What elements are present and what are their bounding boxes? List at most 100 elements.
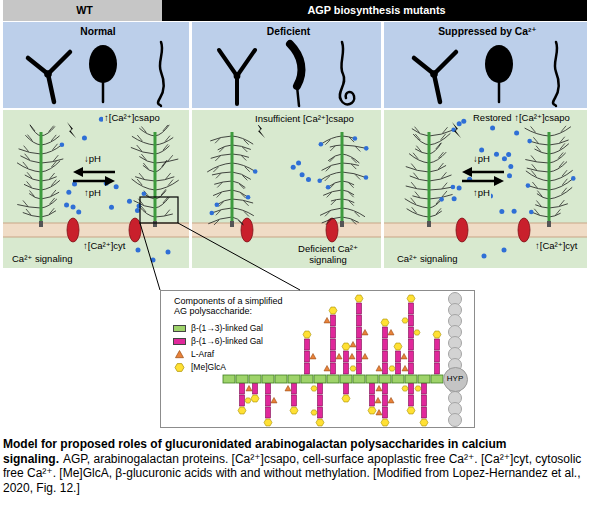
glycan-branch (208, 217, 232, 224)
glycan-branch (211, 154, 232, 158)
glycan-branch (442, 191, 447, 197)
galactan-side-chain (303, 331, 316, 374)
glucuronic-acid-residue (238, 407, 246, 414)
gpi-anchor (230, 221, 234, 227)
glycan-branch (141, 154, 146, 160)
beta-1-6-galactose (331, 351, 336, 362)
lipid-bilayer (384, 223, 587, 237)
beta-1-6-galactose (240, 395, 245, 406)
calcium-ion (296, 161, 301, 166)
glycan-branch (213, 167, 218, 172)
beta-1-3-galactose (314, 375, 326, 383)
glycan-branch (429, 211, 442, 217)
glycan-branch (23, 162, 28, 168)
glycan-branch (217, 199, 232, 205)
annotation-text: ↓pH (83, 154, 102, 165)
beta-1-6-galactose (357, 315, 362, 326)
calcium-ion (114, 184, 119, 189)
galactan-side-chain (433, 331, 441, 374)
glucuronic-acid-residue (394, 343, 402, 350)
phenotype-panel: Suppressed by Ca²⁺ (384, 22, 587, 108)
calcium-ion (71, 204, 76, 209)
annotation-text: ↑pH (472, 188, 491, 199)
glycan-branch (132, 179, 155, 190)
caption-block: Model for proposed roles of glucuronidat… (3, 437, 587, 495)
glycan-branch (19, 149, 41, 154)
beta-1-6-galactose (266, 407, 271, 418)
glycan-branch (355, 175, 360, 180)
glycan-branch (525, 128, 549, 136)
proton-flux-arrow (470, 171, 504, 174)
glucuronic-acid-residue (414, 330, 420, 335)
glycan-branch (215, 138, 220, 143)
calcium-ion (494, 152, 499, 157)
agp-molecule (207, 132, 257, 227)
glycan-branch (244, 211, 249, 216)
glycan-branch (330, 145, 342, 147)
glycan-branch (331, 200, 336, 205)
annotation-text: Deficient Ca²⁺ signaling (290, 244, 366, 266)
calcium-channel (456, 218, 468, 242)
glycan-branch (443, 127, 448, 133)
calcium-ion (253, 169, 258, 174)
calcium-ion (66, 190, 71, 195)
trichome-branch (434, 74, 440, 102)
glucuronic-acid-residue (316, 419, 324, 426)
calcium-ion (506, 152, 511, 157)
agp-molecule (405, 127, 456, 227)
calcium-ion (457, 121, 462, 126)
glycan-branch (207, 163, 232, 172)
beta-1-6-galactose (409, 339, 414, 350)
calcium-ion (364, 175, 369, 180)
agp-molecule (317, 132, 368, 227)
glycan-branch (218, 145, 232, 150)
glycan-branch (534, 209, 539, 215)
glycan-branch (413, 134, 429, 145)
beta-1-6-galactose (370, 383, 375, 394)
glycan-branch (143, 163, 148, 169)
glycan-branch (166, 173, 171, 179)
glycan-branch (245, 167, 250, 172)
glycan-branch (429, 175, 452, 181)
beta-1-3-galactose (366, 375, 378, 383)
glycan-branch (53, 144, 58, 150)
glycan-branch (41, 199, 57, 208)
arabinose-residue (402, 366, 408, 371)
legend-swatch (173, 325, 186, 332)
ph-arrows (462, 167, 504, 186)
glycan-branch (215, 156, 220, 161)
arrow-head (462, 167, 472, 177)
glycan-branch (25, 135, 41, 145)
glycan-branch (534, 149, 549, 154)
calcium-channel (326, 218, 338, 242)
glycan-branch (134, 201, 155, 208)
legend-label: [Me]GlcA (191, 362, 226, 372)
beta-1-3-galactose (405, 375, 417, 383)
calcium-ion (482, 254, 487, 259)
glycan-branch (410, 176, 429, 181)
legend-label: L-Araf (191, 349, 214, 359)
trichome-branch (434, 52, 456, 74)
glycan-branch (239, 184, 244, 189)
calcium-ion (502, 248, 507, 253)
glycan-branch (413, 153, 418, 159)
proton-flux-arrow (462, 180, 496, 183)
glycan-branch (17, 205, 41, 208)
glycan-branch (412, 129, 429, 136)
stimulus-bolt (452, 122, 461, 138)
calcium-channel (241, 218, 253, 242)
galactan-side-chain (402, 383, 415, 414)
glycan-branch (53, 155, 58, 161)
legend-row: [Me]GlcA (173, 361, 226, 373)
glycan-branch (323, 190, 342, 195)
glycan-branch (20, 156, 41, 163)
glycan-branch (438, 163, 443, 169)
glycan-branch (342, 163, 359, 165)
galactan-side-chain (246, 383, 259, 402)
glycan-branch (532, 182, 537, 188)
beta-1-6-galactose (344, 351, 349, 362)
beta-1-6-galactose (383, 351, 388, 362)
calcium-ion (306, 177, 311, 182)
trichome-base (234, 73, 241, 80)
beta-1-6-galactose (409, 315, 414, 326)
